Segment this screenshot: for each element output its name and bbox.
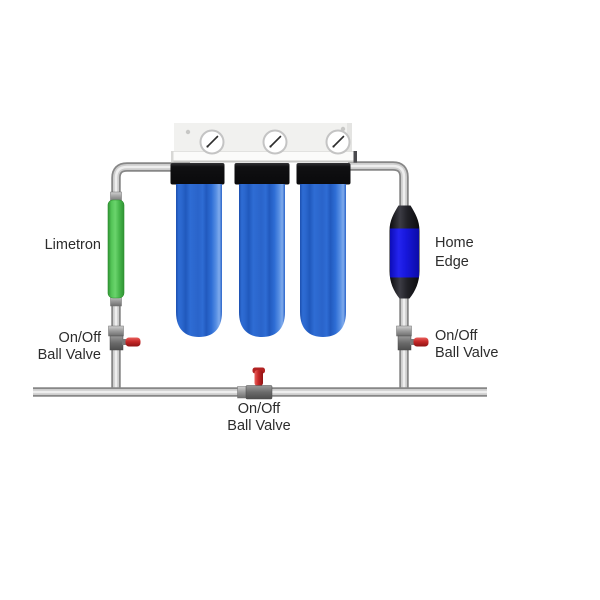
valve-right-label: On/Off Ball Valve: [435, 328, 530, 362]
filter-cap: [296, 163, 351, 185]
home-edge-window: [390, 228, 419, 278]
valve-body: [397, 335, 412, 351]
filter-cartridge-2: [234, 163, 290, 337]
valve-bottom-label: On/Off Ball Valve: [194, 401, 324, 435]
valve-fitting: [108, 325, 124, 337]
mounting-hole-icon: [185, 129, 191, 135]
home-edge-label-line1: Home: [435, 235, 474, 251]
gauge-needle-hub: [332, 145, 335, 148]
filter-cartridge-1: [170, 163, 225, 337]
gauge-needle-icon: [206, 135, 219, 148]
filter-cap: [234, 163, 290, 185]
ball-valve-right: [396, 325, 429, 351]
valve-right-label-line1: On/Off: [435, 328, 478, 344]
valve-fitting: [237, 386, 247, 399]
mounting-hole-icon: [340, 126, 346, 132]
filter-body: [176, 184, 222, 337]
valve-body: [109, 335, 124, 351]
valve-left-label-line1: On/Off: [58, 330, 101, 346]
valve-bottom-label-line1: On/Off: [237, 401, 281, 417]
gauge-needle-hub: [269, 145, 272, 148]
pressure-gauge-1: [199, 129, 225, 155]
limetron-device: [107, 191, 125, 307]
ball-valve-bottom: [237, 367, 273, 400]
bracket-lip-edge-right: [353, 151, 357, 163]
limetron-label: Limetron: [6, 237, 101, 254]
home-edge-label: Home Edge: [435, 234, 525, 272]
valve-fitting: [396, 325, 412, 337]
pressure-gauge-2: [262, 129, 288, 155]
limetron-label-text: Limetron: [44, 237, 101, 253]
valve-bottom-label-line2: Ball Valve: [227, 418, 291, 434]
bracket-lip-seam: [171, 151, 357, 152]
pressure-gauge-3: [325, 129, 351, 155]
filter-body: [239, 184, 285, 337]
bracket-lip-edge-left: [171, 151, 174, 163]
home-edge-label-line2: Edge: [435, 254, 469, 270]
gauge-needle-hub: [206, 145, 209, 148]
valve-stem: [122, 339, 127, 345]
filter-cartridge-3: [296, 163, 351, 337]
limetron-tube: [107, 199, 125, 299]
valve-right-label-line2: Ball Valve: [435, 345, 499, 361]
filter-body: [300, 184, 346, 337]
ball-valve-icon: [254, 370, 263, 386]
gauge-needle-icon: [269, 135, 282, 148]
ball-valve-icon: [125, 337, 141, 347]
valve-stem: [410, 339, 415, 345]
valve-left-label: On/Off Ball Valve: [6, 330, 101, 364]
bracket-lip-shadow: [171, 160, 357, 163]
valve-body: [245, 385, 273, 400]
ball-valve-icon: [413, 337, 429, 347]
home-edge-device: [389, 205, 420, 299]
ball-valve-left: [108, 325, 141, 351]
bracket-lip: [171, 151, 357, 163]
valve-left-label-line2: Ball Valve: [37, 347, 101, 363]
filter-cap: [170, 163, 225, 185]
gauge-needle-icon: [332, 135, 345, 148]
